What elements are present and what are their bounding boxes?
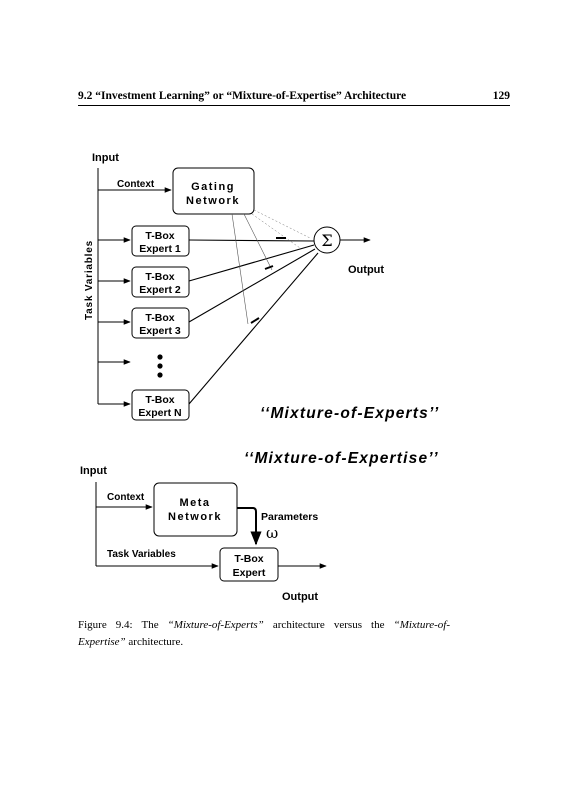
- gating-label-line1: Gating: [191, 181, 235, 193]
- expert2-line2: Expert 2: [139, 284, 181, 296]
- bottom-expert-line1: T-Box: [234, 553, 263, 565]
- caption-suffix: architecture.: [125, 636, 184, 648]
- meta-label-line2: Network: [168, 511, 222, 523]
- expert3-line1: T-Box: [145, 312, 174, 324]
- caption-middle: architecture versus the: [263, 619, 394, 631]
- mixture-of-experts-diagram: Input Context Gating Network Task Variab…: [84, 152, 439, 422]
- ellipsis-dot: [157, 363, 163, 369]
- running-header-title: 9.2 “Investment Learning” or “Mixture-of…: [78, 90, 407, 102]
- expert3-line2: Expert 3: [139, 325, 181, 337]
- caption-prefix: Figure 9.4: The: [78, 619, 168, 631]
- weight-tick: [264, 265, 274, 270]
- bottom-task-variables-label: Task Variables: [107, 549, 176, 560]
- top-diagram-title: ‘‘Mixture-of-Experts’’: [260, 405, 439, 422]
- expert1-output-line: [188, 239, 315, 242]
- expert3-output-line: [188, 248, 316, 323]
- expertN-box: [131, 389, 190, 421]
- bottom-expert-box: [219, 547, 279, 582]
- expert2-line1: T-Box: [145, 271, 174, 283]
- sum-symbol: Σ: [321, 231, 332, 250]
- context-label: Context: [117, 179, 155, 190]
- gating-weight-line: [253, 209, 311, 239]
- figure-caption: Figure 9.4: The “Mixture-of-Experts” arc…: [78, 617, 450, 651]
- header-rule: [78, 105, 510, 106]
- expert2-output-line: [188, 244, 315, 282]
- top-input-label: Input: [92, 152, 119, 164]
- gating-network-box: [172, 167, 255, 215]
- mixture-of-expertise-diagram: ‘‘Mixture-of-Expertise’’ Input Context M…: [80, 450, 439, 603]
- bottom-context-label: Context: [107, 492, 145, 503]
- expert3-box: [131, 307, 190, 339]
- expert2-box: [131, 266, 190, 298]
- parameters-arrow: [237, 507, 262, 546]
- ellipsis-dot: [157, 354, 163, 360]
- expertN-line2: Expert N: [138, 407, 181, 419]
- weight-tick: [250, 317, 260, 324]
- expert1-line2: Expert 1: [139, 243, 181, 255]
- ellipsis-dot: [157, 372, 163, 378]
- expert1-line1: T-Box: [145, 230, 174, 242]
- expertN-output-line: [188, 252, 319, 405]
- parameters-label: Parameters: [261, 511, 318, 523]
- bottom-diagram-title: ‘‘Mixture-of-Expertise’’: [244, 450, 439, 467]
- task-variables-label: Task Variables: [84, 240, 95, 320]
- gating-weight-line: [231, 213, 249, 325]
- bottom-output-label: Output: [282, 591, 318, 603]
- gating-weight-line: [251, 213, 301, 249]
- gating-weight-line: [243, 213, 273, 271]
- meta-label-line1: Meta: [179, 497, 210, 509]
- bottom-input-label: Input: [80, 465, 107, 477]
- top-output-label: Output: [348, 264, 384, 276]
- expert1-box: [131, 225, 190, 257]
- gating-label-line2: Network: [186, 195, 240, 207]
- caption-term-experts: “Mixture-of-Experts”: [167, 619, 264, 631]
- omega-symbol: ω: [266, 524, 278, 542]
- meta-network-box: [153, 482, 238, 537]
- page-number: 129: [492, 90, 510, 102]
- caption-term-expertise: “Mixture-of-Expertise”: [78, 619, 450, 648]
- expertN-line1: T-Box: [145, 394, 174, 406]
- bottom-expert-line2: Expert: [233, 567, 266, 579]
